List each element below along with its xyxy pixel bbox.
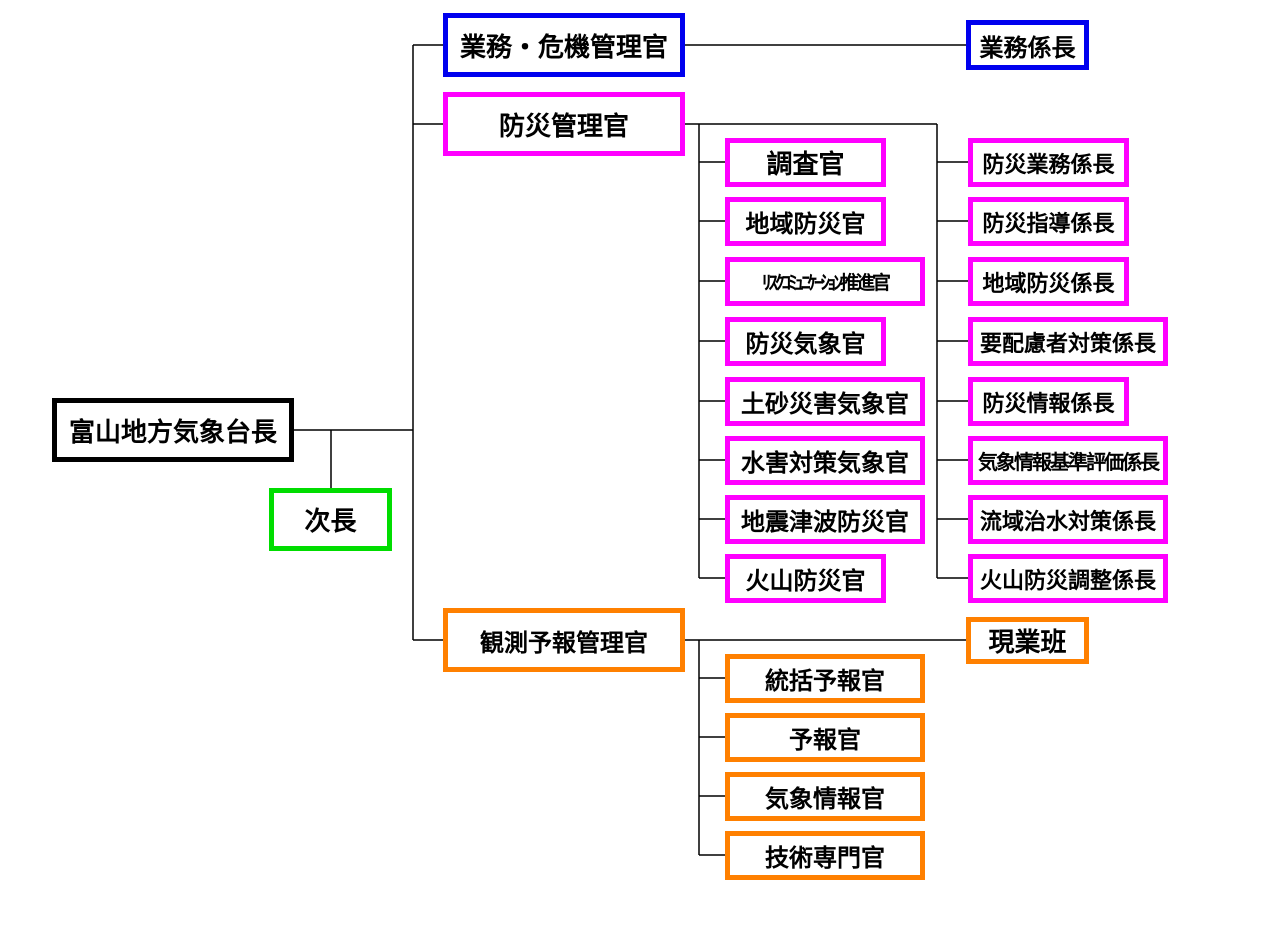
disaster-chief-4-label: 要配慮者対策係長 — [979, 331, 1156, 357]
disaster-manager-label: 防災管理官 — [498, 111, 629, 142]
disaster-manager-box: 防災管理官 — [443, 92, 685, 156]
forecast-officer-4-label: 技術専門官 — [765, 844, 885, 872]
disaster-officer-8: 火山防災官 — [725, 554, 886, 603]
disaster-officer-7: 地震津波防災官 — [725, 495, 925, 544]
observation-manager-label: 観測予報管理官 — [480, 628, 648, 657]
disaster-chief-4: 要配慮者対策係長 — [968, 317, 1168, 366]
forecast-officer-4: 技術専門官 — [725, 831, 925, 880]
disaster-chief-5: 防災情報係長 — [968, 377, 1129, 426]
forecast-officer-3: 気象情報官 — [725, 772, 925, 821]
disaster-officer-2-label: 地域防災官 — [745, 210, 866, 238]
admin-manager-label: 業務・危機管理官 — [459, 32, 668, 63]
disaster-officer-5: 土砂災害気象官 — [725, 377, 925, 426]
disaster-officer-4-label: 防災気象官 — [745, 330, 866, 358]
disaster-chief-3-label: 地域防災係長 — [982, 271, 1115, 297]
disaster-chief-5-label: 防災情報係長 — [982, 391, 1115, 417]
disaster-officer-1: 調査官 — [725, 138, 886, 187]
connector-lines — [292, 44, 968, 856]
disaster-officer-3-label: ﾘｽｸｺﾐｭﾆｹｰｼｮﾝ推進官 — [761, 272, 891, 294]
forecast-officer-2: 予報官 — [725, 713, 925, 762]
disaster-officer-4: 防災気象官 — [725, 317, 886, 366]
director-box: 富山地方気象台長 — [52, 398, 294, 462]
disaster-officer-3: ﾘｽｸｺﾐｭﾆｹｰｼｮﾝ推進官 — [725, 257, 925, 306]
disaster-officer-6: 水害対策気象官 — [725, 436, 925, 485]
disaster-chief-1: 防災業務係長 — [968, 138, 1129, 187]
disaster-officer-2: 地域防災官 — [725, 197, 886, 246]
forecast-officer-1: 統括予報官 — [725, 654, 925, 703]
observation-manager-box: 観測予報管理官 — [443, 608, 685, 672]
admin-chief-box: 業務係長 — [966, 20, 1089, 70]
forecast-officer-1-label: 統括予報官 — [765, 667, 885, 695]
disaster-officer-8-label: 火山防災官 — [745, 567, 866, 595]
disaster-chief-7: 流域治水対策係長 — [968, 495, 1168, 544]
disaster-chief-1-label: 防災業務係長 — [982, 152, 1115, 178]
deputy-box: 次長 — [269, 488, 392, 551]
forecast-officer-2-label: 予報官 — [789, 726, 861, 754]
disaster-officer-6-label: 水害対策気象官 — [741, 449, 909, 477]
disaster-chief-2-label: 防災指導係長 — [982, 211, 1115, 237]
admin-manager-box: 業務・危機管理官 — [443, 13, 685, 77]
disaster-chief-8: 火山防災調整係長 — [968, 554, 1168, 603]
disaster-officer-1-label: 調査官 — [766, 150, 845, 180]
disaster-chief-2: 防災指導係長 — [968, 197, 1129, 246]
deputy-label: 次長 — [304, 507, 357, 537]
observation-team-box: 現業班 — [966, 617, 1089, 664]
disaster-chief-6: 気象情報基準評価係長 — [968, 436, 1168, 485]
disaster-chief-6-label: 気象情報基準評価係長 — [978, 450, 1160, 474]
admin-chief-label: 業務係長 — [979, 33, 1076, 62]
forecast-officer-3-label: 気象情報官 — [765, 785, 885, 813]
disaster-chief-3: 地域防災係長 — [968, 257, 1129, 306]
disaster-officer-5-label: 土砂災害気象官 — [741, 390, 909, 418]
observation-team-label: 現業班 — [988, 628, 1067, 658]
disaster-chief-8-label: 火山防災調整係長 — [979, 568, 1156, 594]
director-label: 富山地方気象台長 — [68, 417, 277, 448]
disaster-officer-7-label: 地震津波防災官 — [741, 508, 909, 536]
disaster-chief-7-label: 流域治水対策係長 — [979, 509, 1156, 535]
